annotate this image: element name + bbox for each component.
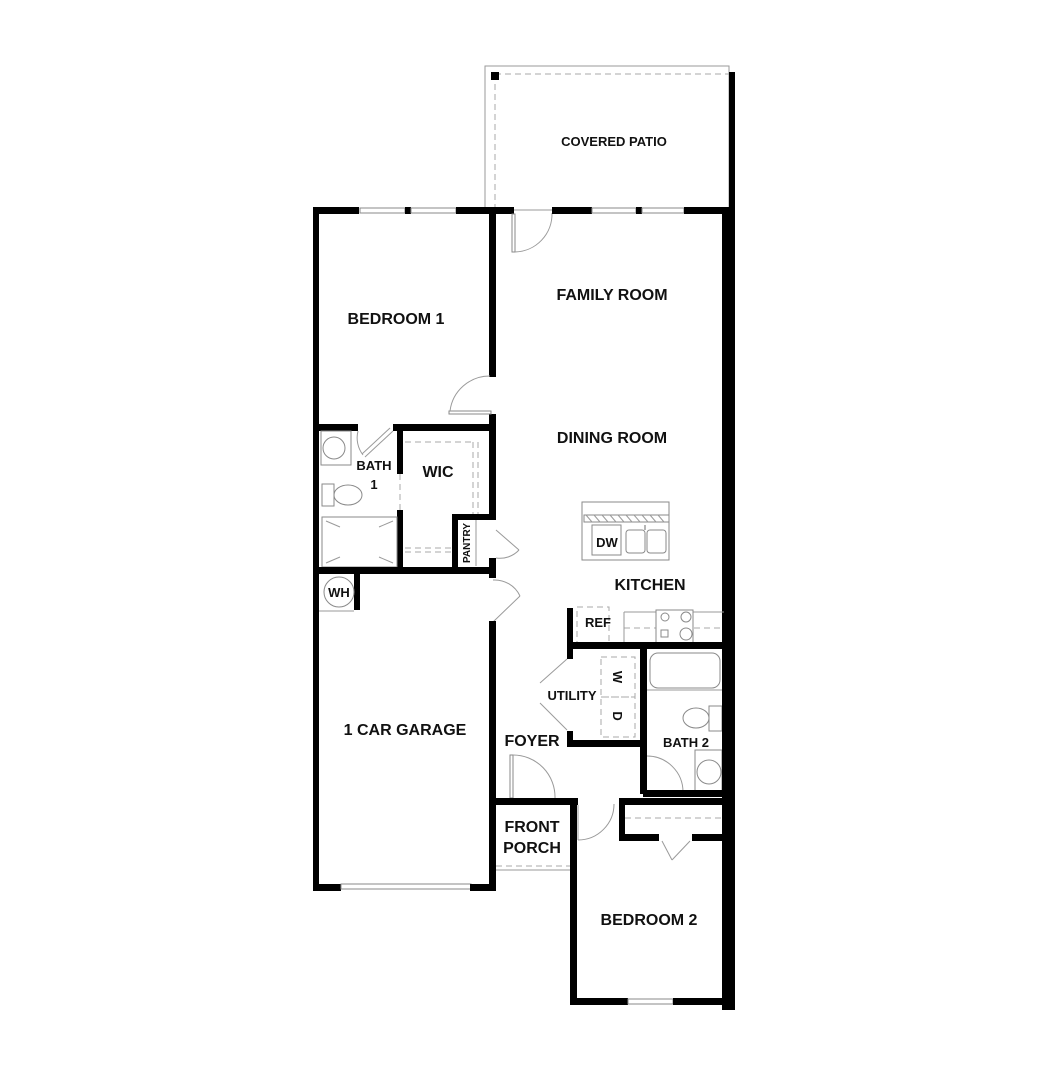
garage-door[interactable] (340, 883, 472, 890)
family-room-walls (496, 207, 729, 647)
room-label-bath-2: BATH 2 (663, 735, 709, 750)
window (627, 998, 674, 1005)
fixture-label-refrigerator: REF (585, 615, 611, 630)
room-label-bedroom-2: BEDROOM 2 (601, 912, 698, 929)
sink-left (625, 529, 646, 554)
patio-door[interactable] (511, 213, 516, 253)
utility (539, 649, 647, 794)
room-label-front-porch-line2: PORCH (503, 840, 561, 857)
room-label-front-porch: FRONT (504, 819, 559, 836)
washer-icon (600, 656, 636, 698)
toilet-tank (708, 705, 723, 732)
bedroom-2-walls (570, 798, 729, 1005)
window (410, 207, 457, 214)
garage-walls (313, 574, 521, 891)
bedroom-1-door[interactable] (448, 410, 492, 415)
bath-1-wic-walls (313, 424, 520, 578)
window (591, 207, 637, 214)
sink-right (646, 529, 667, 554)
bath-2 (643, 649, 729, 1010)
fixture-label-dryer: D (610, 711, 625, 720)
room-label-garage: 1 CAR GARAGE (344, 722, 467, 739)
exterior-right-wall (729, 72, 735, 1010)
front-door[interactable] (509, 754, 514, 799)
room-label-bath-1-number: 1 (370, 477, 377, 492)
room-label-family-room: FAMILY ROOM (556, 287, 667, 304)
window (641, 207, 685, 214)
toilet-icon (682, 707, 710, 729)
water-heater-icon (323, 576, 355, 608)
patio-post (491, 72, 499, 80)
dryer-icon (600, 696, 636, 738)
room-label-dining-room: DINING ROOM (557, 430, 667, 447)
fixture-label-washer: W (610, 671, 625, 684)
room-label-pantry: PANTRY (462, 523, 473, 563)
foyer-porch (496, 754, 729, 1005)
room-label-kitchen: KITCHEN (614, 577, 685, 594)
room-label-utility: UTILITY (547, 688, 596, 703)
room-label-covered-patio: COVERED PATIO (561, 134, 667, 149)
toilet-tank (321, 483, 335, 507)
bathtub-icon (649, 652, 721, 689)
bedroom-1-walls (313, 207, 514, 890)
room-label-foyer: FOYER (504, 733, 560, 750)
fixture-label-water-heater: WH (328, 585, 350, 600)
sink-icon (322, 436, 346, 460)
room-label-bath-1: BATH (356, 458, 391, 473)
dishwasher-icon (591, 524, 622, 556)
window (359, 207, 406, 214)
kitchen (567, 501, 729, 649)
room-label-bedroom-1: BEDROOM 1 (348, 311, 445, 328)
toilet-icon (333, 484, 363, 506)
fixture-label-dishwasher: DW (596, 535, 618, 550)
room-label-wic: WIC (422, 464, 454, 481)
sink-icon (696, 759, 722, 785)
